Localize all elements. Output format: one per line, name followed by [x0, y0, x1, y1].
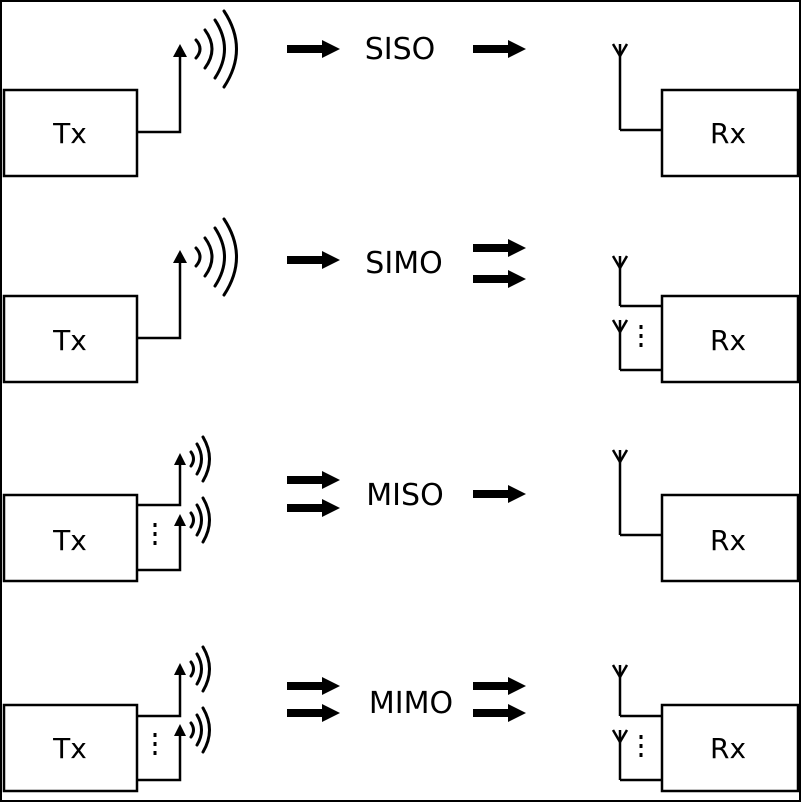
tx-label: Tx [52, 324, 87, 357]
radio-waves-icon [189, 435, 211, 483]
outgoing-arrows [473, 239, 526, 288]
rx-antenna-icon [611, 255, 629, 306]
radio-waves-icon [189, 496, 211, 544]
rx-box [660, 88, 800, 178]
outgoing-arrows [473, 677, 526, 722]
mode-label: SIMO [365, 246, 442, 281]
rx-antenna-icon [611, 449, 629, 535]
rx-antenna-icon [611, 319, 629, 370]
tx-antenna-arrowhead [174, 663, 186, 675]
row-simo: Tx SIMO [2, 217, 800, 384]
row-miso: Tx MISO Rx [2, 435, 800, 583]
mode-label: SISO [365, 32, 436, 67]
tx-antenna-arrowhead [174, 514, 186, 526]
tx-label: Tx [52, 524, 87, 557]
row-mimo: Tx MIMO [2, 645, 800, 793]
incoming-arrows [287, 40, 340, 58]
outgoing-arrows [473, 485, 526, 503]
tx-feed-line [137, 52, 182, 134]
tx-antenna-arrowhead [174, 724, 186, 736]
rx-antenna-icon [611, 729, 629, 780]
tx-feed-line [137, 671, 182, 718]
tx-box [2, 703, 139, 793]
mode-label: MISO [366, 478, 443, 513]
tx-feed-line [137, 732, 182, 782]
tx-antenna-arrowhead [174, 453, 186, 465]
incoming-arrows [287, 471, 340, 517]
incoming-arrows [287, 251, 340, 269]
outgoing-arrows [473, 40, 526, 58]
rx-antenna-icon [611, 43, 629, 130]
rx-label: Rx [710, 117, 746, 150]
rx-label: Rx [710, 732, 746, 765]
tx-feed-line [137, 258, 182, 340]
tx-box [2, 493, 139, 583]
incoming-arrows [287, 677, 340, 722]
rx-label: Rx [710, 524, 746, 557]
rx-box [660, 294, 800, 384]
tx-antenna-arrowhead [173, 44, 187, 57]
tx-label: Tx [52, 117, 87, 150]
tx-feed-line [137, 522, 182, 572]
row-siso: Tx SISO Rx [2, 9, 800, 178]
radio-waves-icon [194, 9, 238, 89]
radio-waves-icon [189, 706, 211, 754]
rx-box [660, 703, 800, 793]
tx-label: Tx [52, 732, 87, 765]
rx-box [660, 493, 800, 583]
radio-waves-icon [189, 645, 211, 693]
rx-antenna-icon [611, 664, 629, 716]
rx-label: Rx [710, 324, 746, 357]
tx-antenna-arrowhead [173, 250, 187, 263]
tx-feed-line [137, 461, 182, 507]
mode-label: MIMO [369, 686, 453, 721]
radio-waves-icon [194, 217, 238, 297]
